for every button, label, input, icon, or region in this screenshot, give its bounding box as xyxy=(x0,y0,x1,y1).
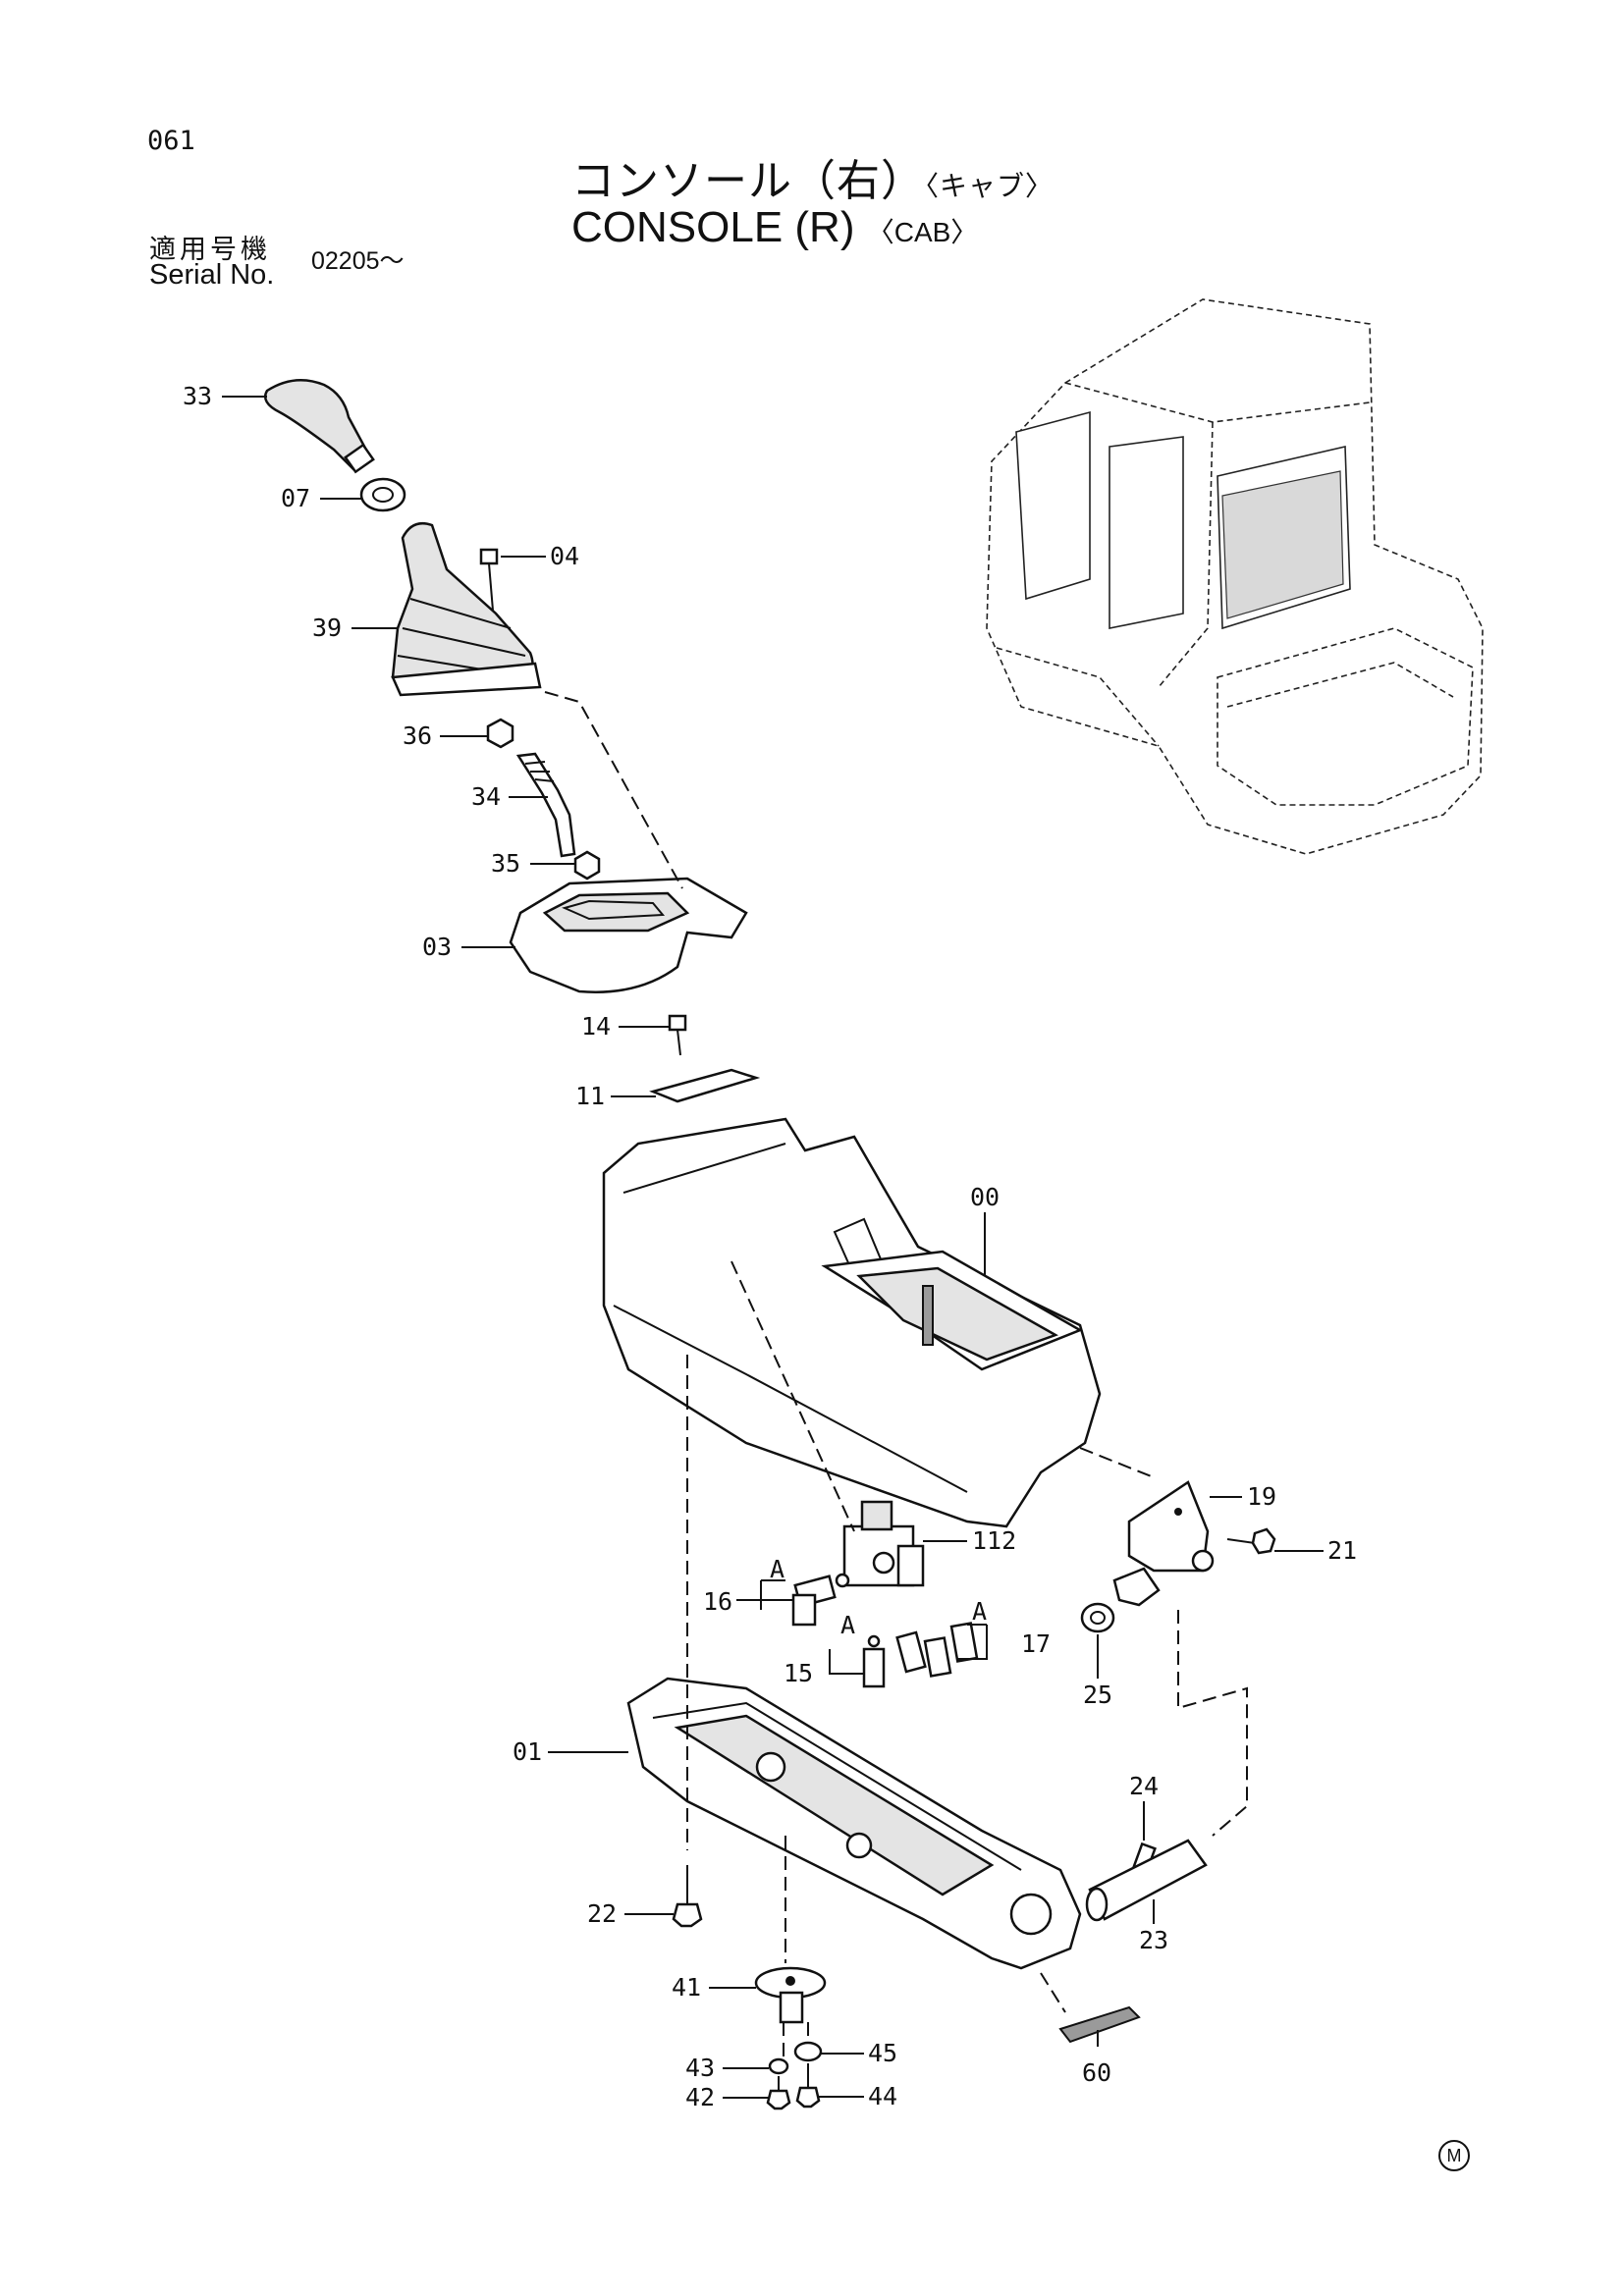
part-14-bolt xyxy=(668,1014,687,1056)
part-23-shaft xyxy=(1085,1839,1208,1922)
part-60-strip xyxy=(1058,2005,1141,2044)
part-39-boot xyxy=(391,521,542,697)
callout-21: 21 xyxy=(1327,1536,1357,1565)
part-17-fittings xyxy=(895,1622,979,1678)
callout-36: 36 xyxy=(403,721,432,750)
part-44-bolt xyxy=(795,2063,821,2109)
callout-16: 16 xyxy=(703,1587,732,1616)
part-112-pilot-valve xyxy=(842,1500,925,1587)
serial-label-en: Serial No. xyxy=(149,259,275,291)
title-jp-sub: 〈キャブ〉 xyxy=(925,170,1055,202)
page-title-en: CONSOLE (R) 〈CAB〉 xyxy=(571,203,978,252)
part-07-bushing xyxy=(359,477,406,512)
ref-a-16: A xyxy=(770,1555,784,1583)
part-25-washer xyxy=(1080,1602,1115,1633)
part-34-lever xyxy=(515,752,576,858)
callout-03: 03 xyxy=(422,933,452,961)
serial-value: 02205～ xyxy=(311,247,405,275)
callout-41: 41 xyxy=(672,1973,701,2002)
part-16-fitting xyxy=(791,1573,850,1627)
callout-19: 19 xyxy=(1247,1482,1276,1511)
callout-22: 22 xyxy=(587,1899,617,1928)
leader-lines xyxy=(222,396,1324,2099)
ref-a-17: A xyxy=(972,1597,987,1626)
callout-112: 112 xyxy=(972,1526,1016,1555)
assembly-lines xyxy=(544,691,1248,2056)
page-number: 061 xyxy=(147,126,195,156)
part-33-grip xyxy=(263,378,375,474)
callout-01: 01 xyxy=(513,1737,542,1766)
part-00-upper-console xyxy=(602,1117,1102,1528)
callout-07: 07 xyxy=(281,484,310,512)
part-41-damper xyxy=(754,1966,827,2024)
part-22-bolt xyxy=(672,1865,703,1928)
part-04-bolt xyxy=(479,548,499,612)
title-en-sub: 〈CAB〉 xyxy=(866,217,979,247)
callout-44: 44 xyxy=(868,2082,897,2110)
machine-cab-illustration xyxy=(986,298,1484,855)
title-en-text: CONSOLE (R) xyxy=(571,203,855,251)
callout-labels: 33 07 04 39 36 34 35 03 14 11 00 112 16 … xyxy=(183,382,1357,2111)
part-19-bracket xyxy=(1112,1480,1215,1607)
callout-04: 04 xyxy=(550,542,579,570)
callout-45: 45 xyxy=(868,2039,897,2067)
callout-43: 43 xyxy=(685,2054,715,2082)
part-03-cover xyxy=(509,877,748,993)
callout-25: 25 xyxy=(1083,1681,1112,1709)
footer-m-mark: M xyxy=(1438,2140,1470,2171)
part-01-lower-console xyxy=(626,1677,1082,1970)
part-36-nut xyxy=(486,718,514,749)
callout-35: 35 xyxy=(491,849,520,878)
part-35-nut xyxy=(573,850,601,881)
page-title-jp: コンソール（右）〈キャブ〉 xyxy=(571,145,1054,208)
callout-33: 33 xyxy=(183,382,212,410)
ref-a-15: A xyxy=(840,1611,855,1639)
callout-24: 24 xyxy=(1129,1772,1159,1800)
callout-42: 42 xyxy=(685,2083,715,2111)
callout-00: 00 xyxy=(970,1183,1000,1211)
callout-23: 23 xyxy=(1139,1926,1168,1954)
callout-34: 34 xyxy=(471,782,501,811)
callout-17: 17 xyxy=(1021,1629,1051,1658)
part-43-washer xyxy=(768,2057,789,2075)
callout-15: 15 xyxy=(784,1659,813,1687)
part-21-bolt xyxy=(1226,1527,1276,1555)
part-11-plate xyxy=(649,1068,761,1103)
callout-60: 60 xyxy=(1082,2058,1111,2087)
title-jp-text: コンソール（右） xyxy=(571,156,925,206)
serial-label-jp: 適用号機 xyxy=(149,235,271,265)
callout-39: 39 xyxy=(312,614,342,642)
part-15-fitting xyxy=(862,1634,886,1688)
callout-14: 14 xyxy=(581,1012,611,1041)
part-45-washer xyxy=(793,2041,823,2062)
part-42-bolt xyxy=(766,2076,791,2110)
callout-11: 11 xyxy=(575,1082,605,1110)
